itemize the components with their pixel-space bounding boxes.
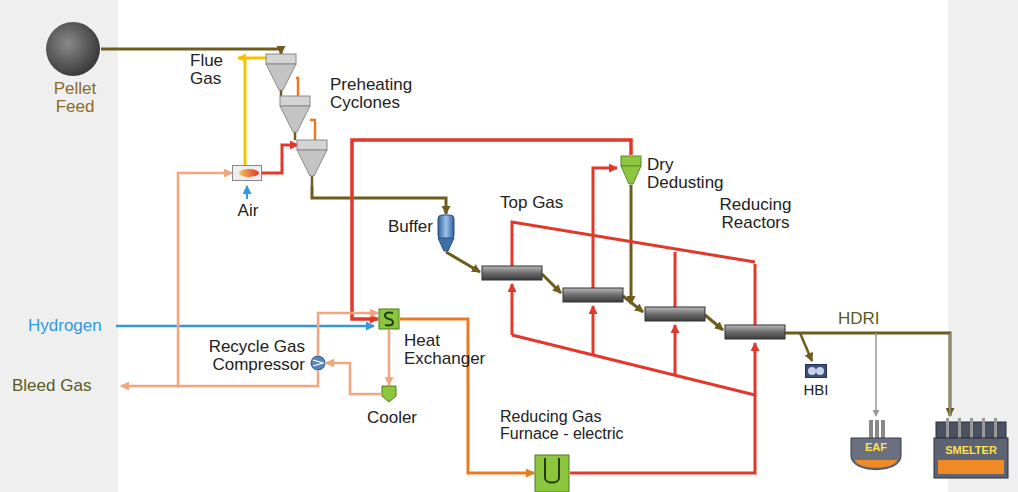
reactors-label: Reducing Reactors <box>708 196 803 233</box>
node-label: EAF <box>845 442 907 454</box>
smelter-furnace: SMELTER <box>930 418 1012 480</box>
node-shape <box>437 214 455 252</box>
eaf-furnace: EAF <box>845 418 907 480</box>
flow-connector <box>388 330 391 385</box>
flow-connector <box>312 186 446 214</box>
flow-connector <box>326 363 381 394</box>
flow-connector <box>178 173 318 386</box>
node-label: Dry Dedusting <box>647 156 735 193</box>
hdri-label: HDRI <box>838 310 888 328</box>
feed-pellets: Pellet Feed <box>40 18 110 118</box>
node-shape <box>310 355 326 371</box>
node-label: Air <box>222 202 274 220</box>
flow-connector <box>352 140 631 319</box>
node-shape <box>381 385 397 403</box>
node-shape <box>45 21 101 77</box>
node-label: Buffer <box>375 218 433 236</box>
gas-furnace: Reducing Gas Furnace - electric <box>488 408 648 492</box>
node-shape <box>534 454 570 492</box>
compressor: Recycle Gas Compressor <box>180 338 328 382</box>
bleed-gas-label: Bleed Gas <box>12 377 116 395</box>
buffer-bin: Buffer <box>375 212 465 257</box>
flue-gas-label: Flue Gas <box>190 52 234 89</box>
node-shape <box>258 48 333 190</box>
node-label: Reducing Gas Furnace - electric <box>500 408 648 443</box>
top-gas-label: Top Gas <box>500 194 580 212</box>
node-label: HBI <box>796 382 836 398</box>
node-shape <box>805 364 827 378</box>
node-label: Recycle Gas Compressor <box>180 338 305 375</box>
flow-connector <box>318 313 378 355</box>
node-label: Cooler <box>352 409 432 427</box>
dedusting-cyclone: Dry Dedusting <box>615 152 737 208</box>
cooler: Cooler <box>352 383 432 433</box>
node-label: Preheating Cyclones <box>330 76 430 113</box>
node-shape <box>620 155 642 185</box>
flow-connector <box>400 319 534 473</box>
preheating-cyclones: Preheating Cyclones <box>258 48 433 193</box>
flow-connector <box>262 145 298 173</box>
node-label: Pellet Feed <box>40 80 110 117</box>
node-shape <box>232 165 262 181</box>
hbi-briquettes: HBI <box>796 362 836 408</box>
node-label: SMELTER <box>930 445 1012 457</box>
heat-exchanger: Heat Exchanger <box>376 306 494 376</box>
air-burner: Air <box>222 160 274 222</box>
node-label: Heat Exchanger <box>404 332 492 369</box>
hydrogen-label: Hydrogen <box>28 317 114 335</box>
node-shape <box>378 308 400 330</box>
